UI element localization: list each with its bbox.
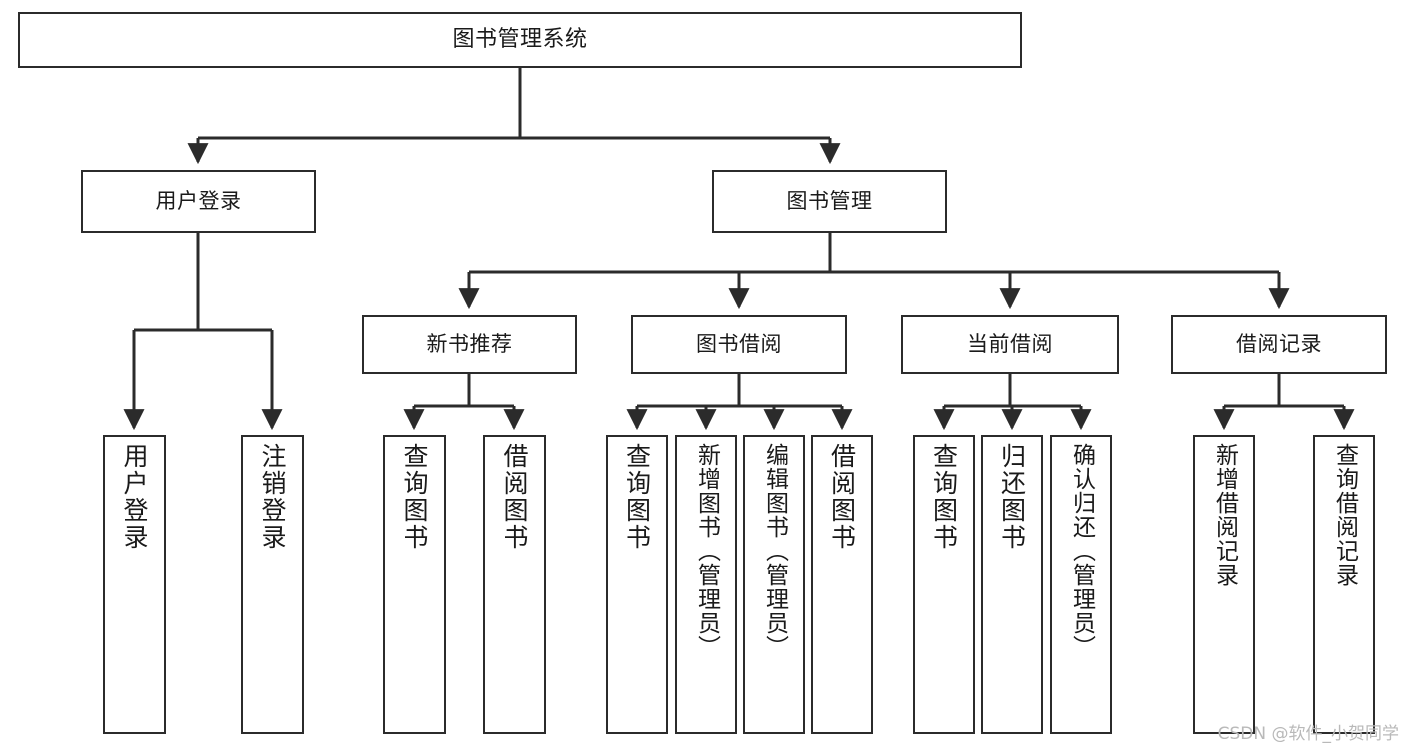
leaf-add-book-admin[interactable]: 新增图书（管理员） (675, 435, 737, 734)
leaf-confirm-return-admin[interactable]: 确认归还（管理员） (1050, 435, 1112, 734)
node-label: 图书管理系统 (452, 27, 588, 53)
node-label: 图书管理 (786, 189, 873, 214)
node-label: 借阅图书 (827, 443, 857, 551)
leaf-query-book-recommend[interactable]: 查询图书 (383, 435, 446, 734)
node-label: 借阅图书 (500, 443, 529, 551)
node-label: 新书推荐 (426, 332, 513, 357)
node-label: 编辑图书（管理员） (761, 443, 788, 659)
node-current-borrow[interactable]: 当前借阅 (901, 315, 1119, 374)
leaf-borrow-book-recommend[interactable]: 借阅图书 (483, 435, 546, 734)
node-label: 用户登录 (155, 189, 242, 214)
leaf-user-login[interactable]: 用户登录 (103, 435, 166, 734)
node-book-management[interactable]: 图书管理 (712, 170, 947, 233)
node-user-login[interactable]: 用户登录 (81, 170, 316, 233)
node-book-borrow[interactable]: 图书借阅 (631, 315, 847, 374)
node-label: 新增借阅记录 (1211, 443, 1238, 587)
node-label: 查询图书 (622, 443, 652, 551)
leaf-query-borrow-record[interactable]: 查询借阅记录 (1313, 435, 1375, 734)
node-new-book-recommend[interactable]: 新书推荐 (362, 315, 577, 374)
leaf-edit-book-admin[interactable]: 编辑图书（管理员） (743, 435, 805, 734)
node-label: 图书借阅 (696, 332, 782, 357)
node-borrow-record[interactable]: 借阅记录 (1171, 315, 1387, 374)
node-label: 当前借阅 (967, 332, 1053, 357)
node-label: 注销登录 (258, 443, 287, 551)
leaf-borrow-book[interactable]: 借阅图书 (811, 435, 873, 734)
leaf-query-book-current[interactable]: 查询图书 (913, 435, 975, 734)
node-label: 新增图书（管理员） (693, 443, 720, 659)
node-label: 查询借阅记录 (1331, 443, 1358, 587)
leaf-logout-login[interactable]: 注销登录 (241, 435, 304, 734)
node-label: 查询图书 (929, 443, 959, 551)
node-label: 查询图书 (400, 443, 429, 551)
node-label: 确认归还（管理员） (1068, 443, 1095, 659)
leaf-return-book[interactable]: 归还图书 (981, 435, 1043, 734)
node-label: 借阅记录 (1236, 332, 1322, 357)
leaf-query-book-borrow[interactable]: 查询图书 (606, 435, 668, 734)
leaf-add-borrow-record[interactable]: 新增借阅记录 (1193, 435, 1255, 734)
node-label: 归还图书 (997, 443, 1027, 551)
watermark-text: CSDN @软件_小贺同学 (1217, 724, 1399, 744)
node-root-system[interactable]: 图书管理系统 (18, 12, 1022, 68)
node-label: 用户登录 (120, 443, 149, 551)
